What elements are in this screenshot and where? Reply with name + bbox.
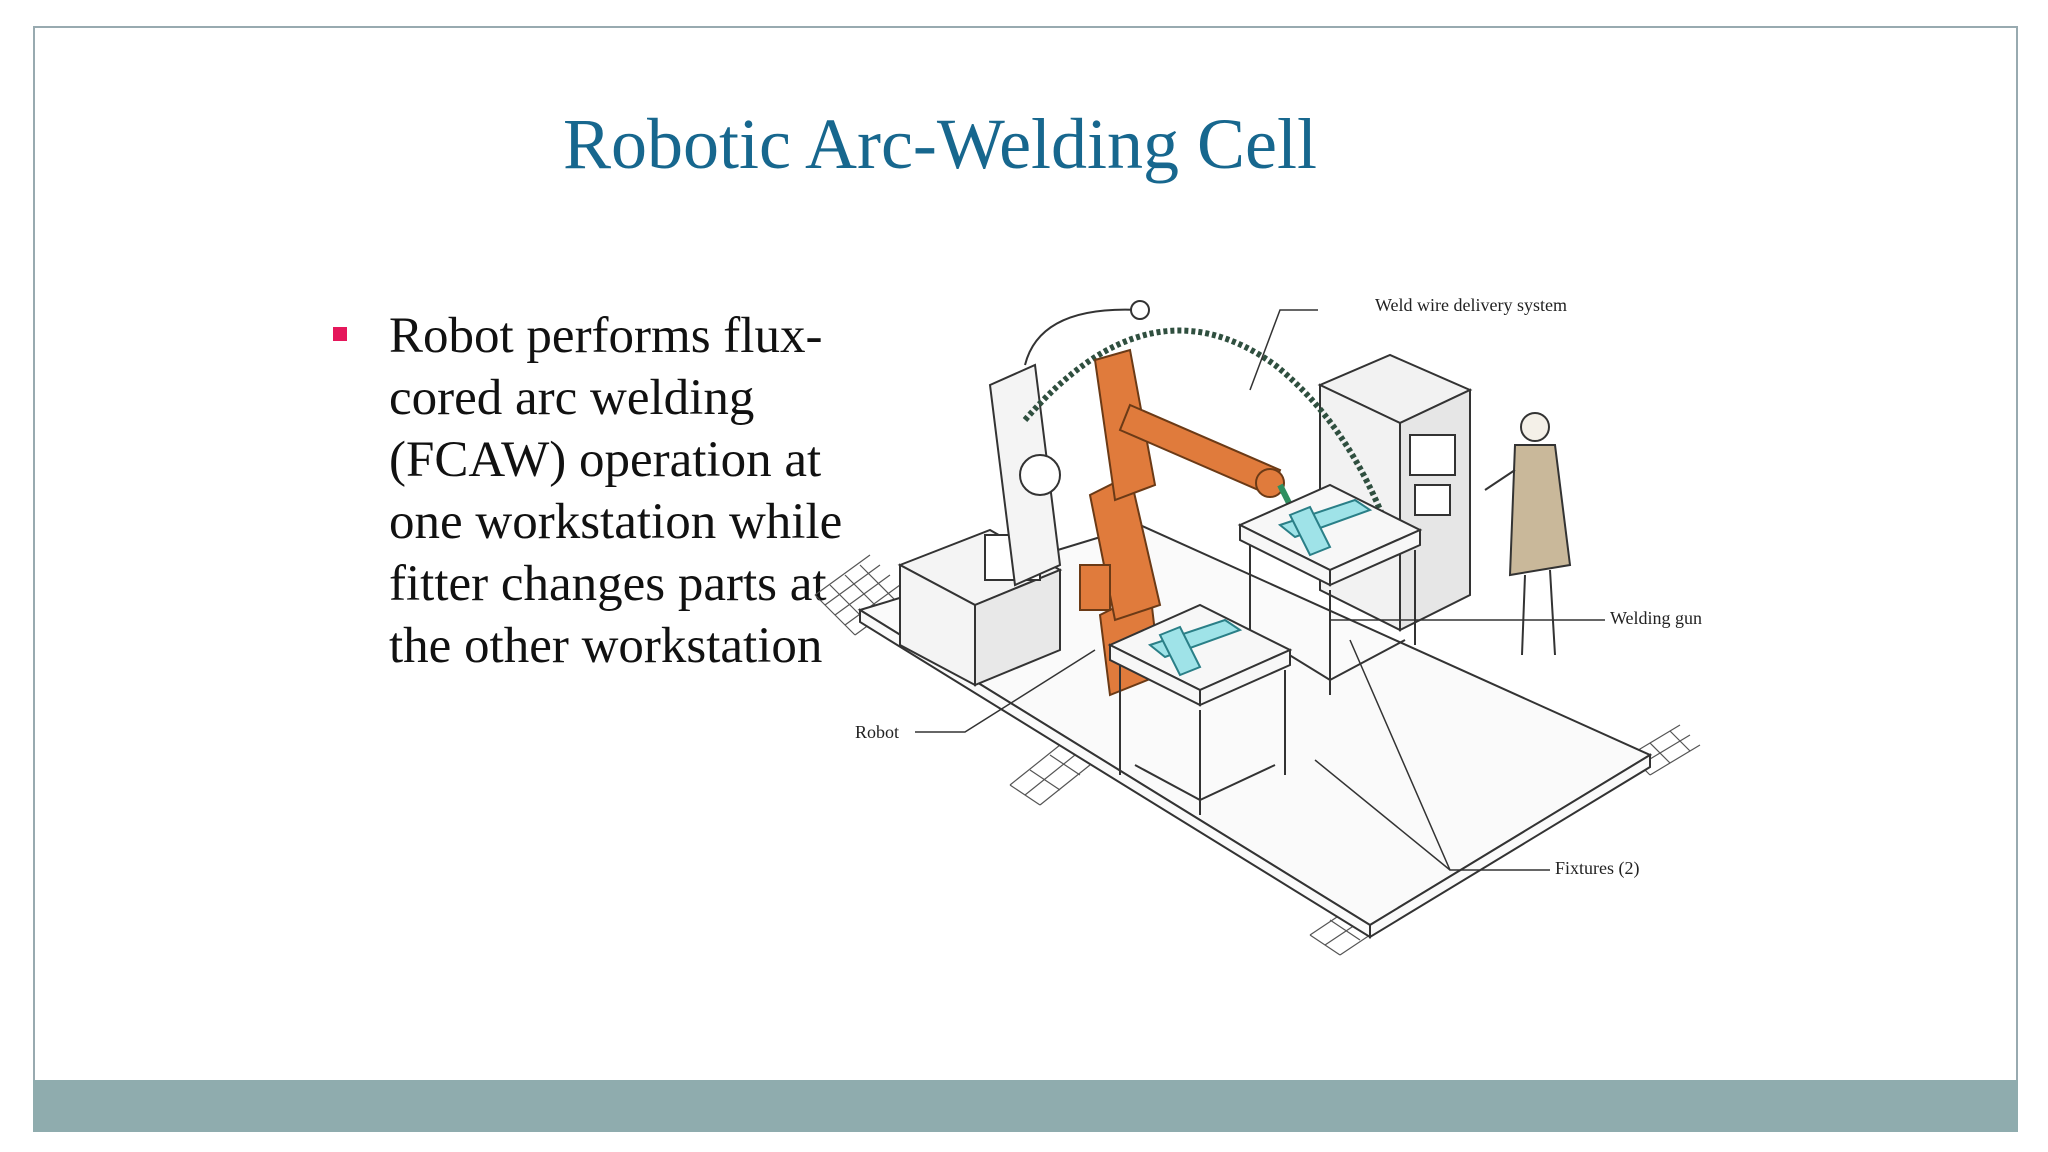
wire-feed-stand [988,300,1150,587]
footer-band [33,1080,2018,1132]
welding-cell-drawing [814,300,1701,956]
callout-robot: Robot [855,722,900,742]
bullet-text: Robot performs flux-cored arc welding (F… [389,308,843,674]
fixture-part-2 [1277,498,1373,557]
callout-weld-wire: Weld wire delivery system [1375,295,1567,315]
slide-title: Robotic Arc-Welding Cell [562,104,1318,184]
bullet-marker [333,327,347,341]
callout-leaders [915,309,1605,871]
fixture-table-2 [1237,483,1423,695]
welding-cell-illustration: Weld wire delivery system Welding gun Ro… [810,285,1710,1005]
callout-fixtures: Fixtures (2) [1555,858,1640,878]
fitter-figure [1484,412,1572,656]
fixture-table-1 [1107,603,1293,815]
fixture-part-1 [1147,618,1243,677]
callout-welding-gun: Welding gun [1610,608,1703,628]
